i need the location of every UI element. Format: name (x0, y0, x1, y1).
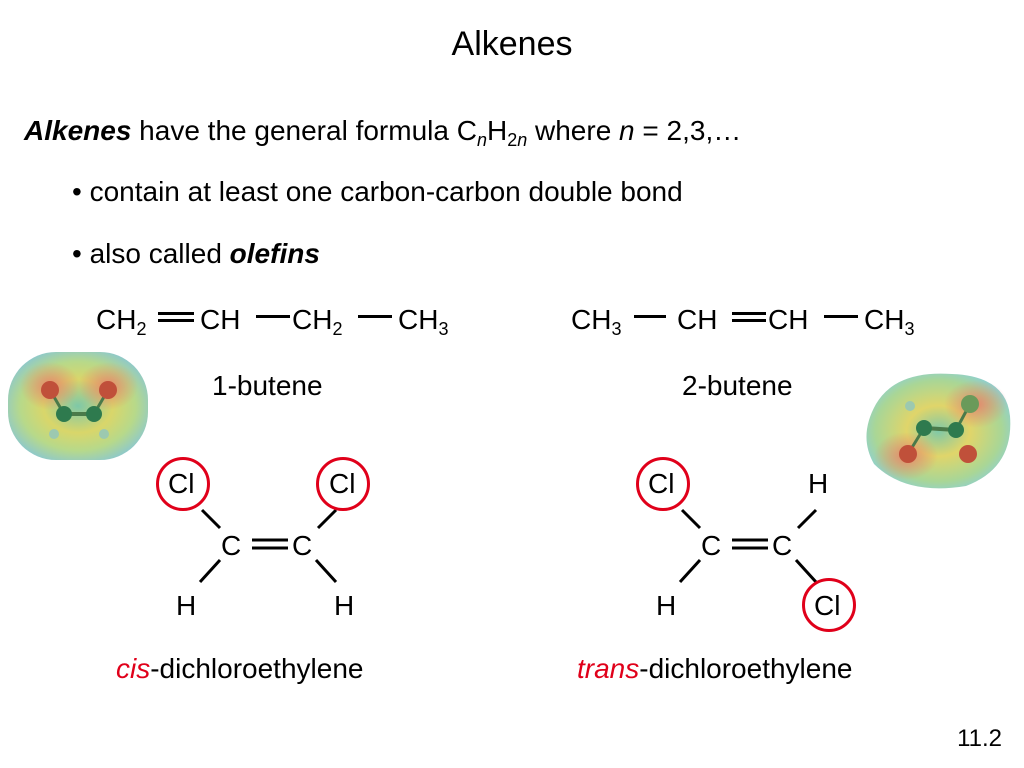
trans-top-left-atom: Cl (648, 468, 675, 499)
chlorine-atom (99, 381, 117, 399)
formula-text-c: = 2,3,… (634, 115, 742, 146)
highlight-circle (802, 578, 856, 632)
trans-suffix: -dichloroethylene (639, 653, 853, 684)
trans-prefix: trans (577, 653, 640, 684)
chlorine-atom (959, 445, 977, 463)
butene1-group-1: CH2 (96, 304, 147, 339)
cis-name: cis-dichloroethylene (116, 652, 363, 686)
trans-carbon-right: C (772, 530, 793, 561)
hydrogen-atom (961, 395, 979, 413)
butene1-group-4: CH3 (398, 304, 449, 339)
trans-carbon-left: C (701, 530, 722, 561)
bond-line (794, 558, 818, 584)
hydrogen-atom (99, 429, 109, 439)
carbon-atom (916, 420, 932, 436)
formula-var-n: n (619, 115, 635, 146)
formula-sub-2n: 2n (507, 130, 528, 150)
double-bond (158, 312, 194, 322)
trans-potential-map-image (866, 373, 1011, 489)
general-formula-line: Alkenes have the general formula CnH2n w… (24, 112, 741, 150)
bond-line (198, 558, 222, 584)
trans-bottom-left-atom: H (656, 590, 677, 621)
bond-line (680, 508, 702, 530)
cis-carbon-left: C (221, 530, 242, 561)
bond-line (796, 508, 818, 530)
bullet-double-bond: • contain at least one carbon-carbon dou… (72, 176, 683, 207)
cis-top-right-atom: Cl (329, 468, 356, 499)
formula-text-h: H (486, 115, 508, 146)
single-bond (256, 315, 290, 318)
olefins-term: olefins (229, 238, 320, 269)
carbon-atom (86, 406, 102, 422)
butene2-name: 2-butene (682, 370, 793, 401)
bullet-olefins: • also called olefins (72, 235, 320, 273)
alkenes-term: Alkenes (24, 115, 132, 146)
trans-name: trans-dichloroethylene (577, 652, 853, 686)
butene1-group-2: CH (200, 304, 241, 335)
butene2-group-3: CH (768, 304, 809, 335)
cis-bottom-right-atom: H (334, 590, 355, 621)
cis-bonds (198, 508, 338, 584)
highlight-circle (156, 457, 210, 511)
trans-bonds (678, 508, 818, 584)
hydrogen-atom (905, 401, 915, 411)
carbon-atom (56, 406, 72, 422)
slide-title: Alkenes (451, 25, 573, 63)
cis-bottom-left-atom: H (176, 590, 197, 621)
cis-potential-map-image (8, 352, 148, 460)
bond-line (314, 558, 338, 584)
chlorine-atom (899, 445, 917, 463)
trans-top-right-atom: H (808, 468, 829, 499)
cis-suffix: -dichloroethylene (150, 653, 364, 684)
butene2-group-4: CH3 (864, 304, 915, 339)
carbon-atom (948, 422, 964, 438)
highlight-circle (636, 457, 690, 511)
trans-bottom-right-atom: Cl (814, 590, 841, 621)
cis-carbon-right: C (292, 530, 313, 561)
formula-text-a: have the general formula C (131, 115, 477, 146)
bond-line (678, 558, 702, 584)
cis-prefix: cis (116, 653, 151, 684)
bullet-olefins-text: • also called (72, 238, 230, 269)
bond-line (200, 508, 222, 530)
bond-line (316, 508, 338, 530)
chlorine-atom (41, 381, 59, 399)
formula-sub-n: n (476, 130, 487, 150)
cis-top-left-atom: Cl (168, 468, 195, 499)
page-number: 11.2 (957, 725, 1002, 752)
butene1-group-3: CH2 (292, 304, 343, 339)
formula-text-b: where (527, 115, 620, 146)
hydrogen-atom (49, 429, 59, 439)
butene2-group-2: CH (677, 304, 718, 335)
butene1-name: 1-butene (212, 370, 323, 401)
double-bond (732, 312, 766, 322)
highlight-circle (316, 457, 370, 511)
single-bond (634, 315, 666, 318)
single-bond (824, 315, 858, 318)
single-bond (358, 315, 392, 318)
butene2-group-1: CH3 (571, 304, 622, 339)
